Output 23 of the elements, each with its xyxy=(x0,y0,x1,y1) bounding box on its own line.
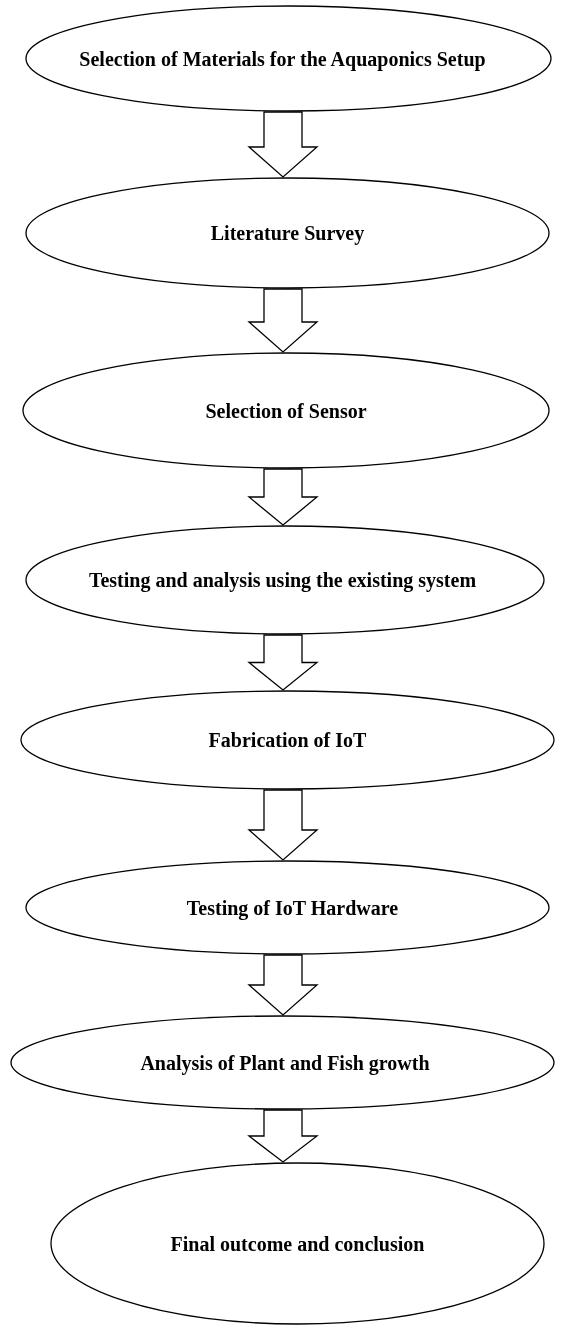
step-label: Final outcome and conclusion xyxy=(169,1231,426,1256)
process-ellipse xyxy=(25,525,545,635)
block-arrow xyxy=(247,634,319,691)
process-ellipse xyxy=(25,860,550,955)
block-arrow xyxy=(247,1109,319,1163)
process-ellipse xyxy=(25,177,550,289)
block-arrow xyxy=(247,954,319,1016)
step-label: Fabrication of IoT xyxy=(207,727,368,753)
block-arrow xyxy=(247,789,319,861)
process-ellipse xyxy=(25,5,552,112)
step-label: Selection of Materials for the Aquaponics Setup xyxy=(78,46,487,71)
process-ellipse xyxy=(20,690,555,790)
process-ellipse xyxy=(22,352,550,469)
process-ellipse xyxy=(10,1015,555,1110)
step-label: Testing and analysis using the existing system xyxy=(87,567,478,593)
block-arrow xyxy=(247,288,319,353)
block-arrow xyxy=(247,111,319,178)
block-arrow xyxy=(247,468,319,526)
step-label: Literature Survey xyxy=(209,220,366,246)
step-label: Selection of Sensor xyxy=(204,398,368,423)
process-ellipse xyxy=(50,1162,545,1325)
step-label: Analysis of Plant and Fish growth xyxy=(139,1050,431,1075)
step-label: Testing of IoT Hardware xyxy=(185,895,400,920)
